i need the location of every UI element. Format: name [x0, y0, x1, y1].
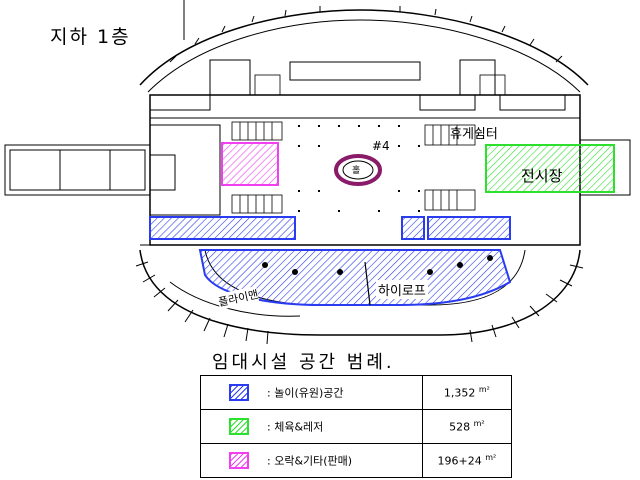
legend-label-play: : 놀이(유원)공간	[267, 386, 344, 400]
lower-columns	[262, 255, 493, 275]
zone-amusement-retail	[221, 142, 279, 186]
legend-unit-sports: m²	[473, 419, 485, 429]
stairs	[231, 74, 506, 214]
amusement-retail-swatch	[229, 452, 249, 469]
label-high-rope: 하이로프	[376, 280, 428, 299]
legend-row-play: : 놀이(유원)공간 1,352 m²	[200, 375, 513, 410]
zone-play-mid	[401, 216, 425, 240]
label-exhibition: 전시장	[521, 167, 563, 185]
zone-play-lower	[198, 249, 512, 306]
legend-table: : 놀이(유원)공간 1,352 m² : 체육&레저 528 m² : 오락&…	[200, 375, 513, 478]
legend-unit-amusement: m²	[485, 453, 497, 463]
lower-arc-outer	[139, 249, 581, 336]
legend-row-sports: : 체육&레저 528 m²	[200, 409, 513, 444]
dome-inner-outline	[147, 19, 581, 93]
dome-ticks	[169, 6, 563, 63]
legend-label-sports: : 체육&레저	[267, 420, 324, 434]
hall-ring-inner	[342, 160, 374, 180]
legend-row-amusement: : 오락&기타(판매) 196+24 m²	[200, 443, 513, 478]
hall-ring	[334, 154, 382, 186]
column-grid	[298, 125, 420, 212]
floor-title: 지하 1층	[50, 26, 131, 48]
legend-value-sports: 528	[449, 420, 471, 434]
upper-rooms	[149, 59, 580, 119]
label-hall-center: 홀	[352, 166, 361, 176]
play-area-swatch	[229, 384, 249, 401]
left-wing	[4, 124, 221, 216]
zone-exhibition	[485, 144, 615, 193]
lower-arc-ticks	[135, 261, 584, 345]
label-hall-mark: #4	[372, 139, 390, 153]
sports-leisure-swatch	[229, 418, 249, 435]
legend-value-amusement: 196+24	[437, 454, 482, 468]
legend-value-play: 1,352	[443, 386, 476, 400]
dome-outline	[139, 9, 589, 86]
legend-unit-play: m²	[478, 385, 490, 395]
zone-play-left	[149, 216, 296, 240]
legend-title: 임대시설 공간 범례.	[212, 352, 395, 373]
zone-play-right	[427, 216, 511, 240]
label-rest-area: 휴게쉼터	[450, 127, 498, 142]
lower-zone-divider	[364, 261, 371, 306]
legend-label-amusement: : 오락&기타(판매)	[267, 454, 353, 468]
